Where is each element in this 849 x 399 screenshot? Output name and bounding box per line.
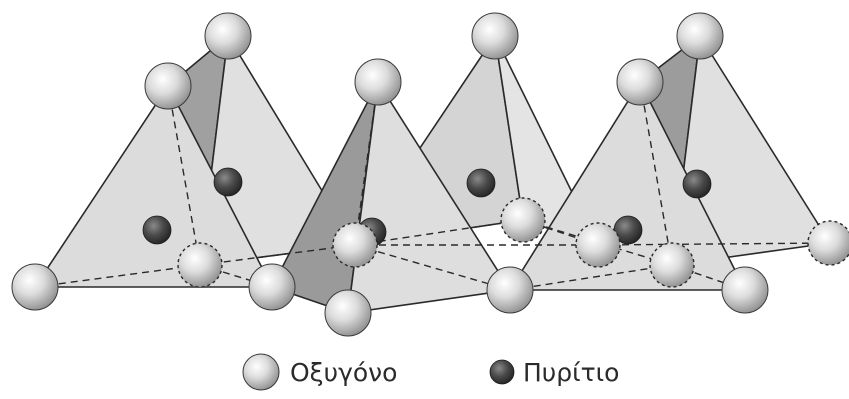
oxygen-atom (144, 62, 192, 110)
oxygen-atom-hidden (177, 242, 223, 288)
oxygen-atom (324, 289, 372, 337)
oxygen-atom-icon (242, 353, 280, 391)
oxygen-atom (471, 12, 519, 60)
oxygen-atom-hidden (807, 220, 849, 266)
oxygen-atom-hidden (649, 242, 695, 288)
silicon-atom (682, 169, 712, 199)
silicon-atom (142, 215, 172, 245)
legend: Οξυγόνο Πυρίτιο (0, 352, 849, 392)
legend-label-oxygen: Οξυγόνο (290, 357, 398, 387)
legend-label-silicon: Πυρίτιο (523, 357, 620, 387)
oxygen-atom (616, 58, 664, 106)
legend-item-silicon: Πυρίτιο (487, 352, 619, 392)
oxygen-atom (204, 12, 252, 60)
tetrahedron-4-face-right (347, 81, 511, 314)
tetrahedron-5-face-right (671, 35, 831, 266)
legend-item-oxygen: Οξυγόνο (238, 352, 397, 392)
oxygen-atom-hidden (575, 222, 621, 268)
silicon-atom (466, 168, 496, 198)
silicon-atoms (142, 167, 712, 247)
oxygen-atom (11, 263, 59, 311)
oxygen-atom (721, 266, 769, 314)
oxygen-atom (676, 12, 724, 60)
silicon-atom (213, 167, 243, 197)
oxygen-atom-hidden (332, 222, 378, 268)
oxygen-atom-hidden (500, 197, 546, 243)
silicon-atom-icon (489, 359, 515, 385)
oxygen-atom (486, 266, 534, 314)
oxygen-atoms (11, 12, 849, 337)
oxygen-atom (248, 263, 296, 311)
oxygen-atom (354, 58, 402, 106)
